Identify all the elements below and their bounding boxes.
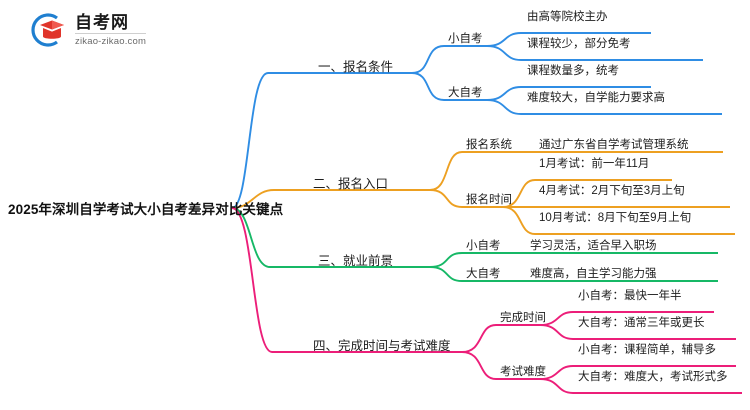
leaf-2-2-1[interactable]: 1月考试：前一年11月 — [539, 158, 650, 170]
leaf-1-1-1[interactable]: 由高等院校主办 — [527, 11, 608, 23]
node-1-1[interactable]: 小自考 — [448, 33, 483, 45]
leaf-3-1-1[interactable]: 学习灵活，适合早入职场 — [530, 240, 657, 252]
leaf-4-2-1[interactable]: 小自考：课程简单，辅导多 — [578, 344, 716, 356]
leaf-4-1-1[interactable]: 小自考：最快一年半 — [578, 290, 682, 302]
leaf-2-2-3[interactable]: 10月考试：8月下旬至9月上旬 — [539, 212, 692, 224]
site-logo: 自考网 zikao-zikao.com — [28, 12, 147, 48]
leaf-1-1-2[interactable]: 课程较少，部分免考 — [527, 38, 631, 50]
leaf-4-1-2[interactable]: 大自考：通常三年或更长 — [578, 317, 705, 329]
root-topic[interactable]: 2025年深圳自学考试大小自考差异对比关键点 — [8, 202, 284, 217]
leaf-1-2-1[interactable]: 课程数量多，统考 — [527, 65, 619, 77]
node-2-1[interactable]: 报名系统 — [466, 139, 512, 151]
branch-label-2[interactable]: 二、报名入口 — [313, 177, 389, 191]
logo-title: 自考网 — [75, 14, 147, 34]
logo-domain: zikao-zikao.com — [75, 35, 147, 47]
branch-label-3[interactable]: 三、就业前景 — [318, 254, 394, 268]
leaf-2-2-2[interactable]: 4月考试：2月下旬至3月上旬 — [539, 185, 685, 197]
node-2-2[interactable]: 报名时间 — [466, 194, 512, 206]
leaf-3-2-1[interactable]: 难度高，自主学习能力强 — [530, 268, 657, 280]
graduation-cap-icon — [28, 12, 68, 48]
leaf-2-1-1[interactable]: 通过广东省自学考试管理系统 — [539, 139, 689, 151]
node-3-1[interactable]: 小自考 — [466, 240, 501, 252]
node-3-2[interactable]: 大自考 — [466, 268, 501, 280]
leaf-1-2-2[interactable]: 难度较大，自学能力要求高 — [527, 92, 665, 104]
branch-label-4[interactable]: 四、完成时间与考试难度 — [313, 339, 451, 353]
branch-label-1[interactable]: 一、报名条件 — [318, 60, 394, 74]
node-4-1[interactable]: 完成时间 — [500, 312, 546, 324]
node-1-2[interactable]: 大自考 — [448, 87, 483, 99]
leaf-4-2-2[interactable]: 大自考：难度大，考试形式多 — [578, 371, 728, 383]
node-4-2[interactable]: 考试难度 — [500, 366, 546, 378]
